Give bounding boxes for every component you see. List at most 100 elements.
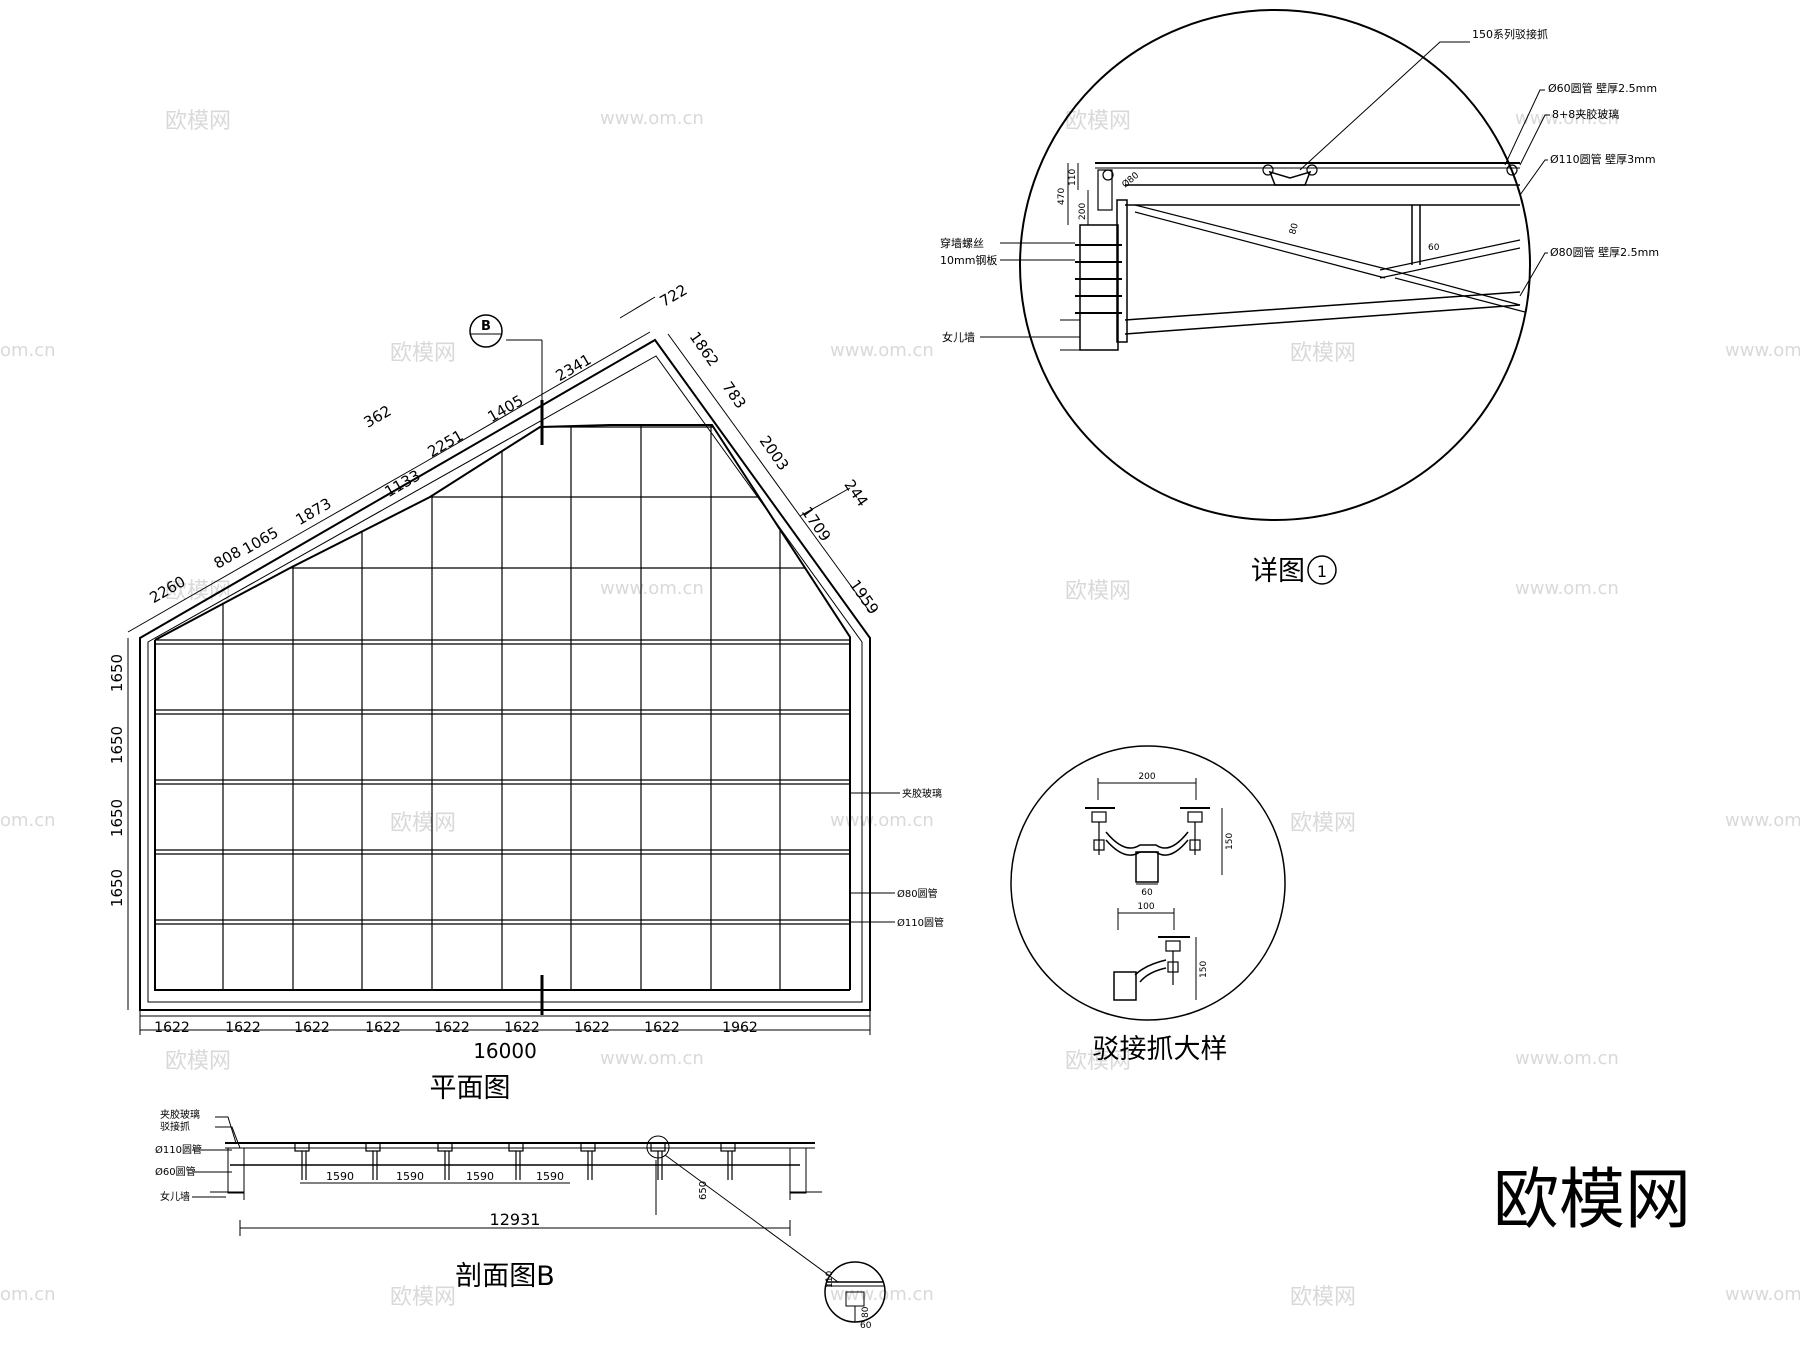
claw-fitting: [1187, 811, 1203, 823]
detail-pipe80: [1124, 291, 1521, 321]
detail-bolt-head: [1506, 164, 1518, 176]
dim-label-left: 1650: [108, 654, 126, 692]
watermark-cn: 欧模网: [1290, 341, 1356, 366]
mini-dim: 80: [861, 1306, 871, 1318]
claw-labels: 200 150 60 100 150: [1137, 772, 1235, 978]
detail-ref-circle: [646, 1135, 670, 1159]
detail-end-plate: [1116, 199, 1128, 343]
detail-callout: Ø80圆管 壁厚2.5mm: [1550, 245, 1659, 259]
watermark-cn: 欧模网: [1065, 579, 1131, 604]
dim-label-left: 1650: [108, 869, 126, 907]
dim-label-slope: 1709: [798, 503, 835, 545]
watermark-url: www.om.cn: [830, 810, 934, 831]
label-glass: 夹胶玻璃: [902, 787, 942, 800]
dim-label-slope: 1405: [484, 391, 526, 426]
dim-label-slope: 244: [841, 476, 872, 510]
claw-arm: [1134, 959, 1167, 976]
detail-diagonal: [1134, 211, 1386, 279]
section-title: 剖面图B: [455, 1261, 555, 1292]
plan-grid: [155, 425, 850, 990]
callout-leader: [1519, 114, 1550, 166]
section-label: 夹胶玻璃: [160, 1108, 200, 1121]
brand-logo: 欧模网: [1493, 1161, 1691, 1238]
detail-diagonal: [1379, 239, 1521, 271]
detail-left-label: 10mm钢板: [940, 253, 997, 267]
watermark-url: www.om.cn: [1515, 1048, 1619, 1069]
section-claw: [294, 1142, 310, 1152]
claw-circle: [1010, 745, 1286, 1021]
detail-circle: [1019, 9, 1531, 521]
callout-leader: [1504, 89, 1545, 166]
watermark-cn: 欧模网: [390, 811, 456, 836]
leader: [215, 1116, 237, 1144]
watermark-url: om.cn: [0, 810, 56, 831]
claw-dim-label: 60: [1141, 888, 1153, 898]
detail-number-circle: [1307, 555, 1337, 585]
watermark-url: om.cn: [0, 1284, 56, 1305]
claw-title: 驳接抓大样: [1093, 1034, 1228, 1065]
dim-label-slope: 1133: [381, 466, 423, 501]
watermark-cn: 欧模网: [1065, 1049, 1131, 1074]
claw-nut: [1093, 839, 1105, 851]
claw-fitting: [1165, 940, 1181, 952]
detail-number: 1: [1317, 562, 1327, 581]
detail-claw: [1268, 170, 1312, 186]
callout-leader: [1299, 41, 1470, 171]
section-marker-label: B: [481, 319, 491, 334]
detail-dim-label: Ø80: [1120, 170, 1141, 191]
section-height-dim: 650: [698, 1181, 709, 1200]
dim-label-bottom: 1622: [225, 1020, 261, 1036]
dim-line-upper-left: [127, 331, 651, 633]
section-label: Ø110圆管: [155, 1143, 202, 1156]
detail-bolt-head: [1102, 169, 1114, 181]
detail-callout: Ø60圆管 壁厚2.5mm: [1548, 81, 1657, 95]
section-dim: 1590: [466, 1170, 494, 1183]
dim-label-slope: 2003: [756, 432, 793, 474]
detail-left-label: 穿墙螺丝: [940, 236, 984, 250]
dim-label-bottom: 1622: [294, 1020, 330, 1036]
callout-leader: [1519, 252, 1548, 297]
section-label: Ø60圆管: [155, 1165, 196, 1178]
mini-dim: 110: [825, 1271, 835, 1288]
dim-label-slope: 362: [361, 402, 395, 432]
watermark-cn: 欧模网: [390, 341, 456, 366]
section-parapet-left: [227, 1147, 245, 1194]
section-label: 女儿墙: [160, 1190, 190, 1203]
leader: [215, 1126, 241, 1149]
watermarks: 欧模网 www.om.cn 欧模网 www.om.cn om.cn 欧模网 ww…: [0, 108, 1800, 1310]
claw-arms: [1105, 839, 1189, 856]
dim-label-slope: 722: [657, 281, 691, 311]
dim-label-slope: 1065: [239, 523, 281, 558]
section-marker-circle: [469, 314, 503, 348]
watermark-url: www.om.cn: [830, 1284, 934, 1305]
detail-dim-label: 110: [1068, 169, 1078, 186]
callout-leader: [1519, 159, 1548, 196]
claw-dim-label: 150: [1199, 961, 1209, 978]
detail-left-label: 女儿墙: [942, 330, 975, 344]
detail-dim-label: 80: [1288, 222, 1301, 236]
section-claw: [580, 1142, 596, 1152]
detail-callout: 8+8夹胶玻璃: [1552, 107, 1619, 121]
watermark-cn: 欧模网: [390, 1285, 456, 1310]
watermark-url: www.om.cn: [600, 1048, 704, 1069]
watermark-url: www.om.cn: [1725, 340, 1800, 361]
detail-ref-leader: [664, 1154, 839, 1283]
dim-label-bottom: 1622: [504, 1020, 540, 1036]
dim-label-bottom: 1622: [365, 1020, 401, 1036]
detail-callout: Ø110圆管 壁厚3mm: [1550, 152, 1656, 166]
dim-label-slope: 1873: [292, 494, 334, 529]
mini-dim: 60: [860, 1321, 872, 1331]
claw-body: [1113, 971, 1137, 1001]
section-parapet-base: [210, 1191, 245, 1200]
watermark-cn: 欧模网: [1290, 1285, 1356, 1310]
section-claw: [650, 1142, 666, 1152]
label-pipe110: Ø110圆管: [897, 916, 944, 929]
claw-dim-label: 150: [1225, 833, 1235, 850]
dim-label-left: 1650: [108, 726, 126, 764]
dim-label-left: 1650: [108, 799, 126, 837]
dim-line-upper-right: [667, 333, 871, 613]
watermark-cn: 欧模网: [165, 109, 231, 134]
